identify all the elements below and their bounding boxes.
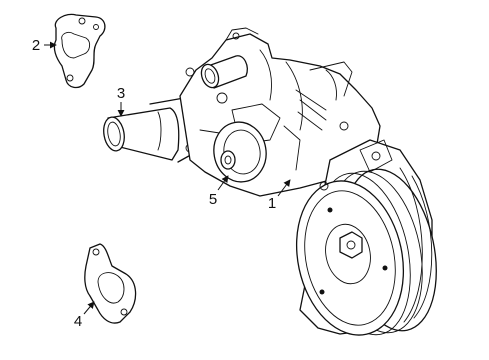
callout-2: 2 <box>32 37 57 54</box>
gasket-lower <box>84 243 137 324</box>
water-pump-body <box>179 27 381 197</box>
callout-label: 3 <box>117 85 125 102</box>
gasket-upper <box>53 13 106 89</box>
callout-label: 1 <box>268 195 276 212</box>
callout-5: 5 <box>209 175 229 208</box>
callout-3: 3 <box>117 85 125 117</box>
callout-4: 4 <box>74 301 95 330</box>
inlet-pipe <box>103 97 201 163</box>
drive-pulley <box>295 139 437 336</box>
callout-label: 5 <box>209 191 217 208</box>
callout-label: 4 <box>74 313 82 330</box>
callout-label: 2 <box>32 37 40 54</box>
callout-1: 1 <box>268 179 291 212</box>
